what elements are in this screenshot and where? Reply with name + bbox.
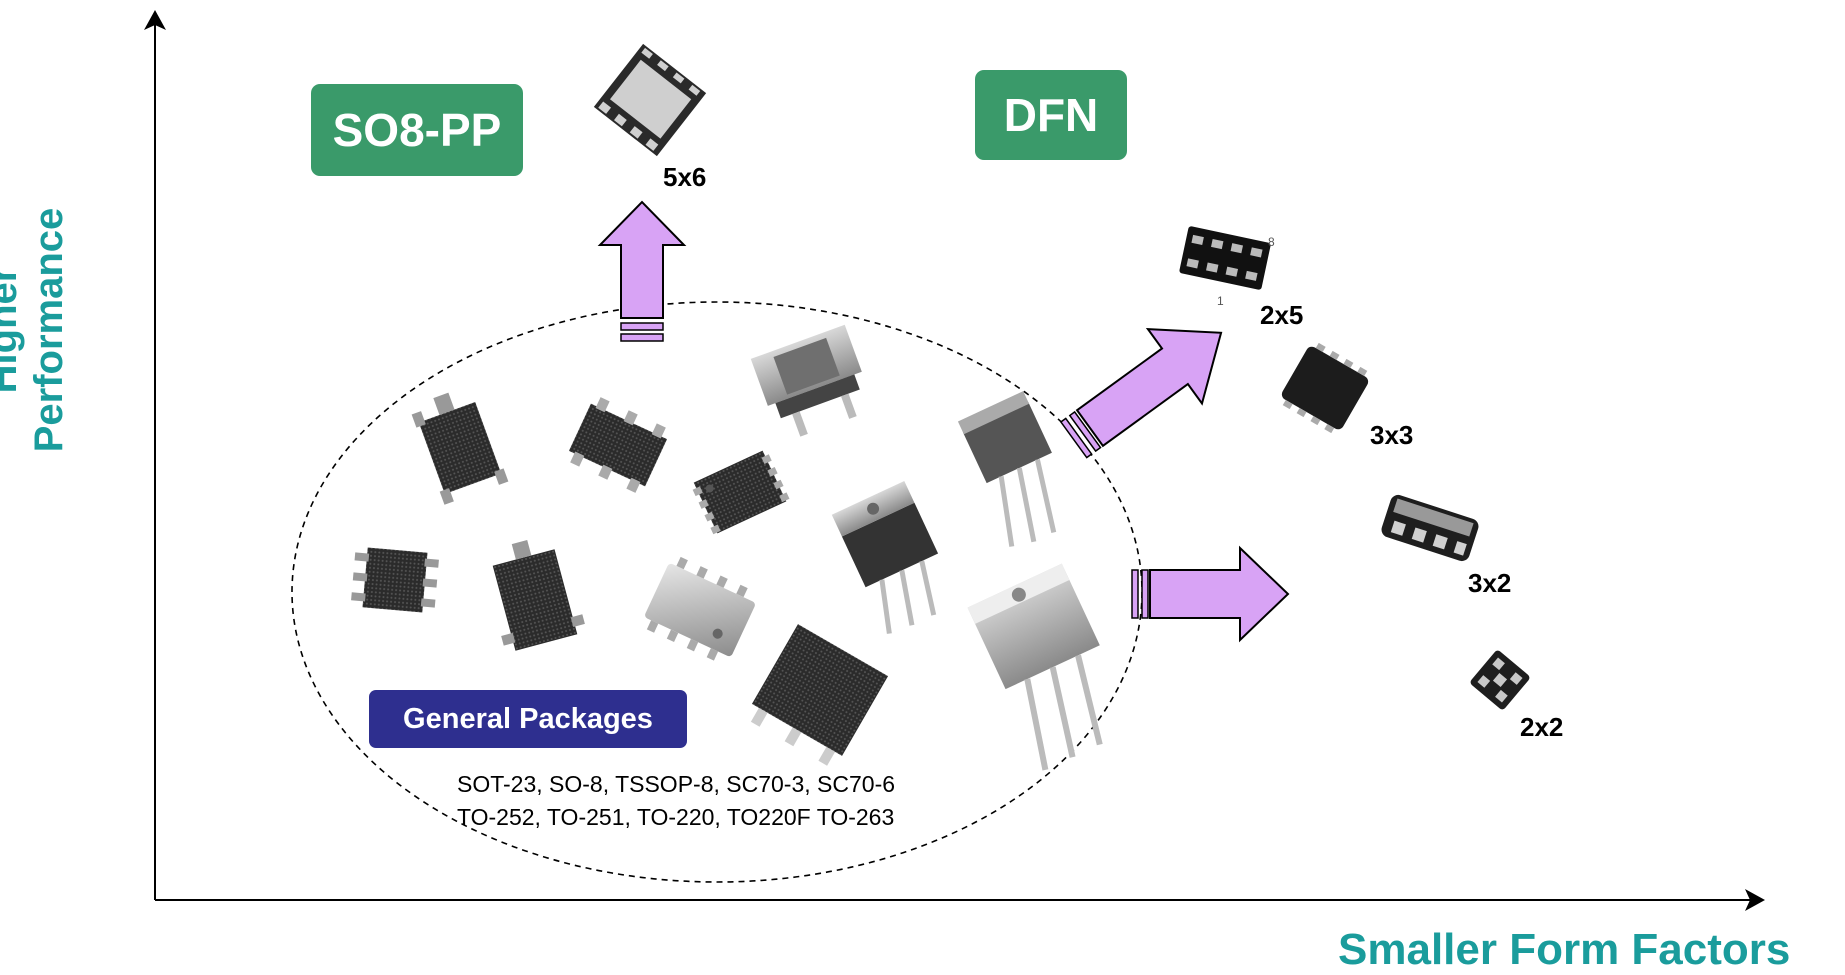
- package-list: SOT-23, SO-8, TSSOP-8, SC70-3, SC70-6 TO…: [457, 768, 895, 834]
- to220f-icon: [967, 563, 1103, 771]
- so8-icon: [692, 450, 790, 535]
- size-label-2x5: 2x5: [1260, 300, 1304, 330]
- chip-3x3-icon: [1281, 342, 1369, 434]
- sot23-6-icon: [351, 547, 439, 613]
- chip-2x5-icon: [1179, 226, 1271, 290]
- y-axis-label-line-1: Higher: [0, 266, 25, 394]
- size-label-2x2: 2x2: [1520, 712, 1564, 742]
- to263-icon: [750, 624, 889, 766]
- sc70-icon: [568, 397, 668, 493]
- chip-3x2-icon: [1381, 494, 1479, 562]
- chip-5x6-icon: [593, 43, 707, 157]
- to251-icon: [957, 391, 1057, 547]
- general-packages-tag: General Packages: [369, 690, 687, 748]
- size-label-5x6: 5x6: [663, 162, 707, 192]
- size-label-3x3: 3x3: [1370, 420, 1414, 450]
- to220-icon: [831, 480, 939, 634]
- so8pp-tag: SO8-PP: [311, 84, 523, 176]
- tssop8-icon: [645, 556, 755, 661]
- y-axis-label: Higher Performance: [0, 160, 100, 500]
- arrow-diagonal: [1059, 327, 1223, 459]
- sot23-b-icon: [492, 539, 585, 651]
- dfn-tag: DFN: [975, 70, 1127, 160]
- package-list-line-2: TO-252, TO-251, TO-220, TO220F TO-263: [457, 804, 895, 830]
- to252-icon: [750, 324, 862, 437]
- package-list-line-1: SOT-23, SO-8, TSSOP-8, SC70-3, SC70-6: [457, 771, 896, 797]
- size-label-3x2: 3x2: [1468, 568, 1512, 598]
- sot23-icon: [411, 392, 509, 505]
- pin-8-label: 8: [1268, 235, 1275, 249]
- chip-2x2-icon: [1470, 650, 1530, 710]
- y-axis-label-line-2: Performance: [27, 207, 71, 453]
- arrow-right: [1131, 545, 1290, 643]
- arrow-up: [597, 200, 687, 342]
- x-axis: [155, 889, 1765, 911]
- x-axis-label: Smaller Form Factors: [1338, 925, 1791, 974]
- pin-1-label: 1: [1217, 294, 1224, 308]
- y-axis: [144, 10, 166, 900]
